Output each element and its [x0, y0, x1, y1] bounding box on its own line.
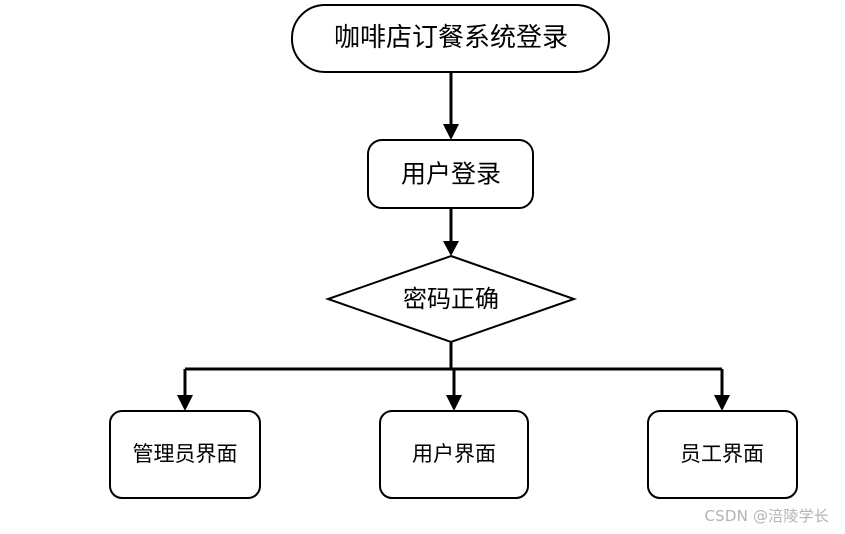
login-node-label: 用户登录: [401, 160, 501, 189]
outcome-staff-node: 员工界面: [647, 410, 798, 499]
outcome-admin-node: 管理员界面: [109, 410, 261, 499]
arrowhead-icon: [177, 395, 193, 411]
arrowhead-icon: [714, 395, 730, 411]
edge-decision-branches: [177, 342, 730, 411]
start-node-label: 咖啡店订餐系统登录: [334, 23, 568, 53]
decision-node-label: 密码正确: [403, 285, 499, 313]
start-node: 咖啡店订餐系统登录: [291, 4, 610, 73]
arrowhead-icon: [443, 124, 459, 140]
edge-login-to-decision: [443, 208, 459, 256]
outcome-staff-label: 员工界面: [680, 442, 764, 466]
decision-node: 密码正确: [324, 254, 578, 344]
login-node: 用户登录: [367, 139, 534, 209]
arrowhead-icon: [446, 395, 462, 411]
outcome-user-node: 用户界面: [379, 410, 529, 499]
edge-start-to-login: [443, 72, 459, 140]
outcome-admin-label: 管理员界面: [133, 442, 238, 466]
outcome-user-label: 用户界面: [412, 442, 496, 466]
watermark-text: CSDN @涪陵学长: [704, 507, 829, 525]
arrowhead-icon: [443, 241, 459, 256]
